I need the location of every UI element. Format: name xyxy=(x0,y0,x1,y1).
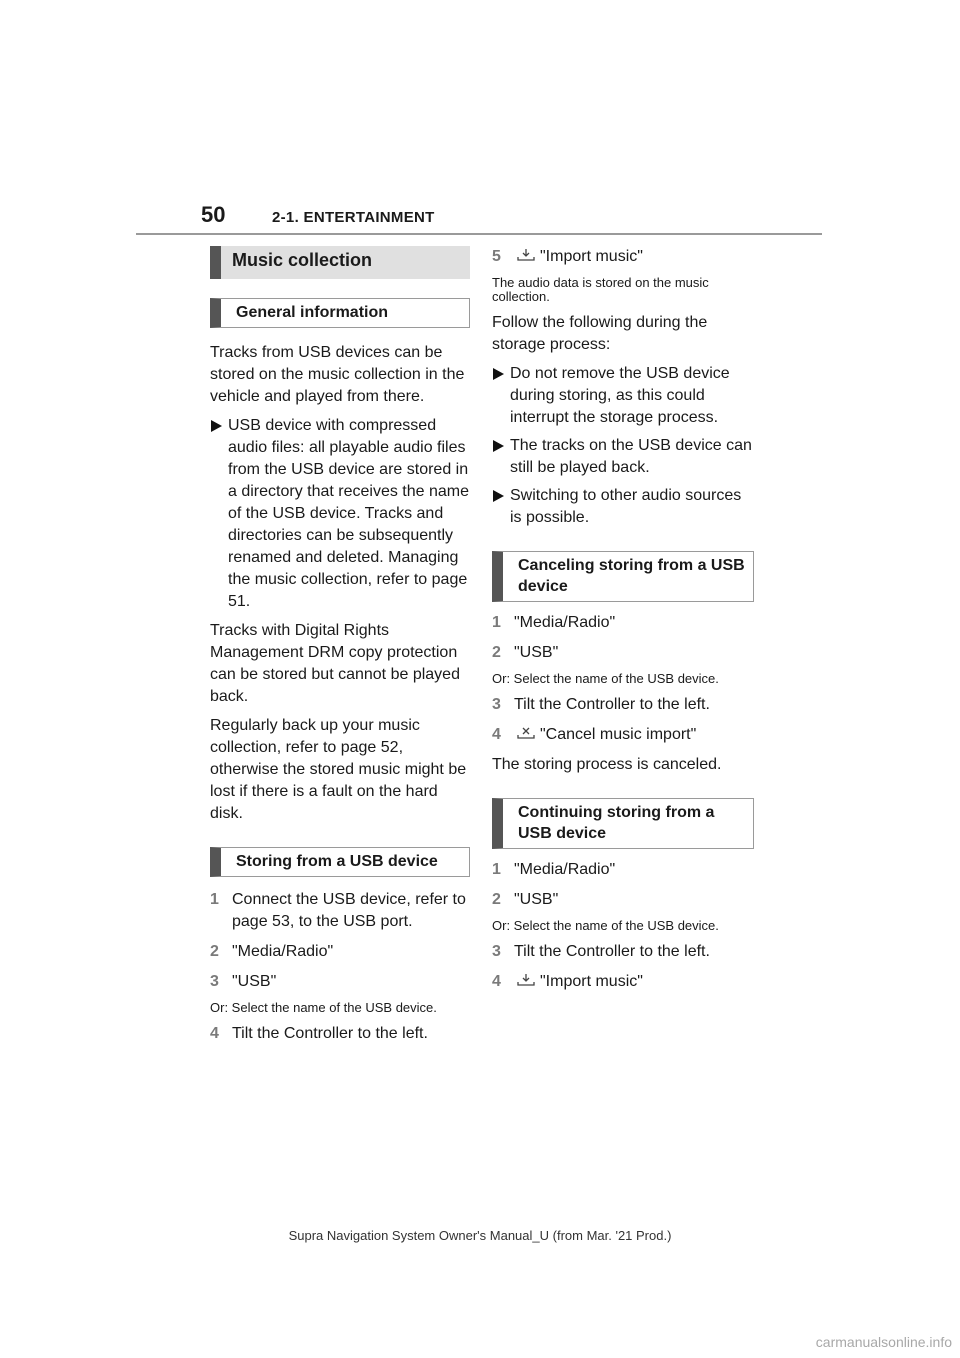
page-footer: Supra Navigation System Owner's Manual_U… xyxy=(288,1228,672,1243)
heading-canceling-storing: Canceling storing from a USB device xyxy=(492,551,754,602)
step-item: 2 "USB" xyxy=(492,889,754,911)
step-list: 1 "Media/Radio" 2 "USB" xyxy=(492,612,754,664)
step-text: Tilt the Controller to the left. xyxy=(514,696,710,713)
step-item: 5 "Import music" xyxy=(492,246,754,268)
step-number: 2 xyxy=(492,891,501,908)
step-number: 4 xyxy=(492,726,501,743)
step-text: "USB" xyxy=(232,973,277,990)
bullet-list: Do not remove the USB device during stor… xyxy=(492,363,754,529)
step-list: 5 "Import music" xyxy=(492,246,754,268)
right-column: 5 "Import music" The audio data is stored… xyxy=(492,246,754,1001)
step-item: 3 Tilt the Controller to the left. xyxy=(492,941,754,963)
step-number: 3 xyxy=(492,696,501,713)
list-item: Switching to other audio sources is poss… xyxy=(492,485,754,529)
step-text: "USB" xyxy=(514,891,559,908)
step-number: 4 xyxy=(492,973,501,990)
heading-general-information: General information xyxy=(210,298,470,328)
step-list: 1 Connect the USB device, refer to page 5… xyxy=(210,889,470,993)
step-item: 4 "Cancel music import" xyxy=(492,724,754,746)
step-number: 3 xyxy=(492,943,501,960)
step-number: 2 xyxy=(210,943,219,960)
paragraph-intro: Tracks from USB devices can be stored on… xyxy=(210,344,465,405)
step-text: "Media/Radio" xyxy=(232,943,334,960)
cancel-import-icon xyxy=(516,725,536,739)
note-select-device: Or: Select the name of the USB device. xyxy=(492,671,719,686)
step-number: 4 xyxy=(210,1025,219,1042)
step-number: 1 xyxy=(210,891,219,908)
step-item: 4 "Import music" xyxy=(492,971,754,993)
section-title: 2-1. ENTERTAINMENT xyxy=(272,209,435,226)
step-number: 3 xyxy=(210,973,219,990)
step-number: 1 xyxy=(492,614,501,631)
step-text: "Media/Radio" xyxy=(514,614,616,631)
step-text: "Media/Radio" xyxy=(514,861,616,878)
note-select-device: Or: Select the name of the USB device. xyxy=(210,1000,437,1015)
step-number: 1 xyxy=(492,861,501,878)
heading-continuing-storing: Continuing storing from a USB device xyxy=(492,798,754,849)
step-list: 4 Tilt the Controller to the left. xyxy=(210,1023,470,1045)
note-select-device: Or: Select the name of the USB device. xyxy=(492,918,719,933)
step-number: 5 xyxy=(492,248,501,265)
note-stored: The audio data is stored on the music co… xyxy=(492,275,709,304)
page-number: 50 xyxy=(201,202,226,227)
list-item: The tracks on the USB device can still b… xyxy=(492,435,754,479)
heading-music-collection: Music collection xyxy=(210,246,470,279)
step-item: 3 Tilt the Controller to the left. xyxy=(492,694,754,716)
list-item: Do not remove the USB device during stor… xyxy=(492,363,754,429)
step-text: Tilt the Controller to the left. xyxy=(232,1025,428,1042)
header-divider xyxy=(136,233,822,235)
paragraph-canceled: The storing process is canceled. xyxy=(492,756,722,773)
step-item: 3 "USB" xyxy=(210,971,470,993)
list-item: USB device with compressed audio files: … xyxy=(210,415,470,613)
import-icon xyxy=(516,972,536,986)
step-list: 3 Tilt the Controller to the left. 4 "Impo… xyxy=(492,941,754,993)
step-text: "USB" xyxy=(514,644,559,661)
paragraph-backup: Regularly back up your music collection,… xyxy=(210,717,467,822)
step-item: 2 "Media/Radio" xyxy=(210,941,470,963)
left-column: Music collection General information Tra… xyxy=(210,246,470,1053)
heading-storing-usb: Storing from a USB device xyxy=(210,847,470,877)
page-header: 50 2-1. ENTERTAINMENT xyxy=(0,200,960,240)
step-item: 1 "Media/Radio" xyxy=(492,859,754,881)
step-text: "Import music" xyxy=(540,973,643,990)
paragraph-drm: Tracks with Digital Rights Management DR… xyxy=(210,622,460,705)
step-text: "Import music" xyxy=(540,248,643,265)
step-item: 4 Tilt the Controller to the left. xyxy=(210,1023,470,1045)
step-list: 3 Tilt the Controller to the left. 4 "Canc… xyxy=(492,694,754,746)
paragraph-follow: Follow the following during the storage … xyxy=(492,314,708,353)
step-item: 1 "Media/Radio" xyxy=(492,612,754,634)
import-icon xyxy=(516,247,536,261)
watermark: carmanualsonline.info xyxy=(815,1334,952,1350)
step-text: Connect the USB device, refer to page 53… xyxy=(232,891,466,930)
step-list: 1 "Media/Radio" 2 "USB" xyxy=(492,859,754,911)
step-item: 2 "USB" xyxy=(492,642,754,664)
bullet-list: USB device with compressed audio files: … xyxy=(210,415,470,613)
step-item: 1 Connect the USB device, refer to page 5… xyxy=(210,889,470,933)
step-text: "Cancel music import" xyxy=(540,726,697,743)
step-text: Tilt the Controller to the left. xyxy=(514,943,710,960)
step-number: 2 xyxy=(492,644,501,661)
